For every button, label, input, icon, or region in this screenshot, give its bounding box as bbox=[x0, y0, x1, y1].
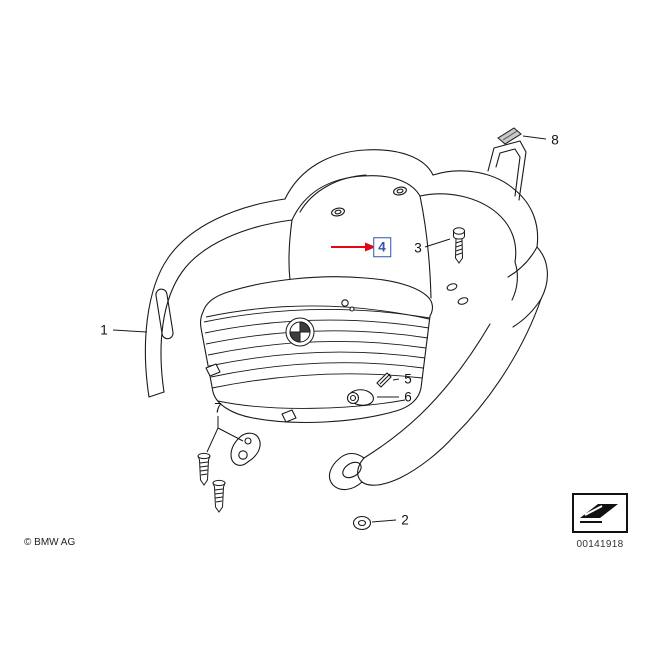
leader-lines bbox=[112, 135, 547, 523]
screw-part-3[interactable] bbox=[453, 227, 465, 264]
callout-3[interactable]: 3 bbox=[414, 240, 422, 256]
cover-panel-part-4[interactable] bbox=[200, 276, 433, 424]
document-number: 00141918 bbox=[576, 539, 624, 550]
grommet-part-2[interactable] bbox=[352, 515, 372, 531]
bmw-roundel-icon bbox=[285, 317, 315, 347]
callout-7[interactable]: 7 bbox=[214, 400, 222, 416]
callout-6[interactable]: 6 bbox=[404, 389, 412, 405]
direction-arrow-icon bbox=[580, 504, 618, 523]
callout-5[interactable]: 5 bbox=[404, 371, 412, 387]
callout-4-highlighted[interactable]: 4 bbox=[373, 237, 391, 257]
callout-2[interactable]: 2 bbox=[401, 512, 409, 528]
rack-frame-drawing bbox=[144, 140, 548, 491]
pad-part-8[interactable] bbox=[497, 127, 522, 145]
key-part-7[interactable] bbox=[230, 432, 261, 466]
callout-8[interactable]: 8 bbox=[551, 132, 559, 148]
red-arrow bbox=[331, 242, 376, 252]
copyright-text: © BMW AG bbox=[24, 537, 76, 548]
screw-part-7b[interactable] bbox=[212, 479, 226, 513]
pin-part-5[interactable] bbox=[376, 372, 392, 388]
direction-indicator bbox=[572, 493, 628, 533]
screw-part-7a[interactable] bbox=[197, 452, 211, 486]
callout-1[interactable]: 1 bbox=[100, 322, 108, 338]
bracket-part-6[interactable] bbox=[346, 389, 374, 406]
